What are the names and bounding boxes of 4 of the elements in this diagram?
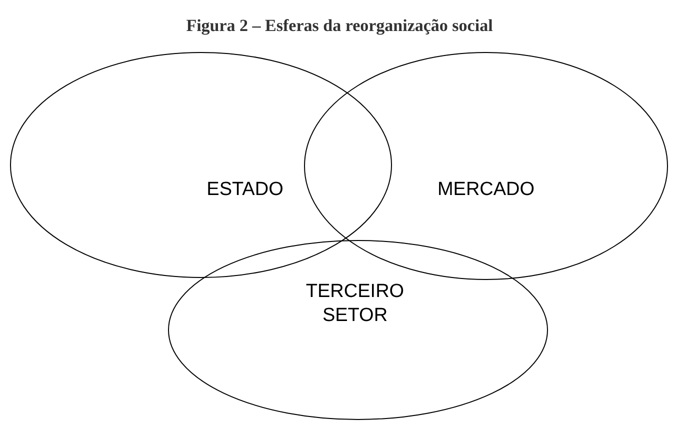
set-label: ESTADO xyxy=(206,178,284,202)
set-label: TERCEIRO SETOR xyxy=(304,280,406,328)
figure-title: Figura 2 – Esferas da reorganização social xyxy=(186,16,493,36)
set-label: MERCADO xyxy=(436,178,536,202)
